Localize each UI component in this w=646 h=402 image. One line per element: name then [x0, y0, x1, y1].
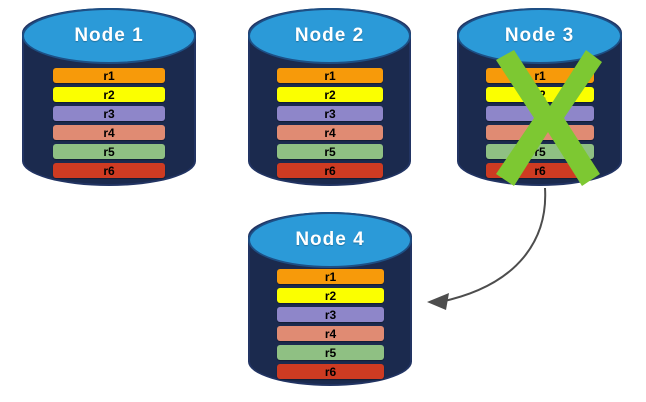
record-row[interactable]: r4: [277, 125, 383, 140]
node-3-title: Node 3: [504, 25, 575, 46]
record-row[interactable]: r3: [486, 106, 594, 121]
record-label: r3: [324, 307, 337, 322]
record-row[interactable]: r3: [53, 106, 165, 121]
node-4-cylinder-top: Node 4: [248, 212, 412, 268]
record-row[interactable]: r2: [486, 87, 594, 102]
record-row[interactable]: r2: [277, 87, 383, 102]
record-label: r2: [534, 87, 546, 102]
record-label: r2: [324, 288, 337, 303]
node-4-records: r1 r2 r3 r4 r5 r6: [248, 212, 412, 386]
record-row[interactable]: r1: [277, 269, 384, 284]
node-2[interactable]: Node 2 r1 r2 r3 r4 r5 r6: [248, 8, 411, 186]
node-3[interactable]: Node 3 r1 r2 r3 r4 r5 r6: [457, 8, 622, 186]
record-row[interactable]: r3: [277, 307, 384, 322]
record-row[interactable]: r5: [277, 345, 384, 360]
record-label: r1: [103, 68, 115, 83]
node-1-records: r1 r2 r3 r4 r5 r6: [22, 8, 196, 186]
node-1-cylinder-top: Node 1: [22, 8, 196, 64]
record-row[interactable]: r2: [277, 288, 384, 303]
record-row[interactable]: r6: [277, 364, 384, 379]
record-label: r5: [324, 144, 336, 159]
record-label: r1: [534, 68, 546, 83]
record-label: r6: [324, 364, 337, 379]
node-1-title: Node 1: [74, 25, 144, 46]
record-label: r4: [324, 326, 337, 341]
node-2-cylinder-top: Node 2: [248, 8, 411, 64]
record-label: r4: [103, 125, 115, 140]
record-row[interactable]: r5: [277, 144, 383, 159]
record-row[interactable]: r6: [53, 163, 165, 178]
record-row[interactable]: r5: [53, 144, 165, 159]
node-3-records: r1 r2 r3 r4 r5 r6: [457, 8, 622, 186]
record-row[interactable]: r6: [486, 163, 594, 178]
record-row[interactable]: r1: [53, 68, 165, 83]
record-label: r1: [324, 68, 336, 83]
record-label: r3: [534, 106, 546, 121]
arrowhead-icon: [427, 293, 449, 310]
record-label: r2: [103, 87, 115, 102]
record-row[interactable]: r1: [486, 68, 594, 83]
record-row[interactable]: r6: [277, 163, 383, 178]
node-2-title: Node 2: [294, 25, 365, 46]
record-label: r6: [534, 163, 546, 178]
record-row[interactable]: r1: [277, 68, 383, 83]
record-label: r5: [534, 144, 546, 159]
record-label: r3: [103, 106, 115, 121]
record-label: r1: [324, 269, 337, 284]
record-label: r4: [534, 125, 546, 140]
record-label: r5: [324, 345, 337, 360]
node-1[interactable]: Node 1 r1 r2 r3 r4 r5 r6: [22, 8, 196, 186]
record-row[interactable]: r3: [277, 106, 383, 121]
node-4-title: Node 4: [295, 229, 365, 250]
record-row[interactable]: r2: [53, 87, 165, 102]
node-2-records: r1 r2 r3 r4 r5 r6: [248, 8, 411, 186]
record-row[interactable]: r4: [277, 326, 384, 341]
record-label: r2: [324, 87, 336, 102]
record-row[interactable]: r4: [53, 125, 165, 140]
record-row[interactable]: r5: [486, 144, 594, 159]
record-label: r3: [324, 106, 336, 121]
record-row[interactable]: r4: [486, 125, 594, 140]
record-label: r6: [103, 163, 115, 178]
record-label: r4: [324, 125, 336, 140]
record-label: r6: [324, 163, 336, 178]
node-4[interactable]: Node 4 r1 r2 r3 r4 r5 r6: [248, 212, 412, 386]
record-label: r5: [103, 144, 115, 159]
